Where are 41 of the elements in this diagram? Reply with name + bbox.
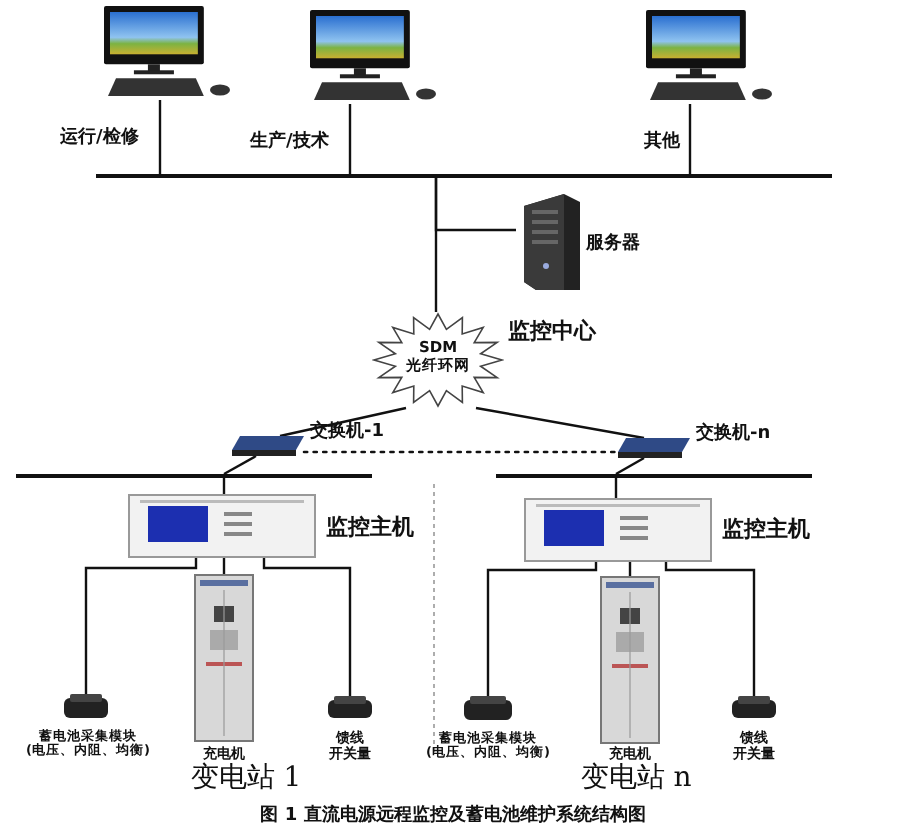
computer-icon: [646, 10, 774, 104]
bus-line: [96, 174, 832, 178]
computer-icon: [104, 6, 232, 100]
device-label: 监控主机: [722, 518, 810, 544]
station-label: 变电站 1: [190, 762, 302, 795]
device-label: 监控主机: [326, 516, 414, 542]
device-label: 其他: [644, 132, 680, 153]
connection-line: [279, 406, 407, 438]
connection-line: [688, 104, 692, 174]
connection-line: [664, 562, 756, 696]
cabinet-drawing: [194, 574, 254, 742]
connection-line: [223, 454, 257, 476]
connection-line: [475, 406, 645, 440]
connection-line: [434, 178, 516, 232]
module-icon: [464, 696, 512, 720]
connection-line: [615, 456, 645, 476]
network-switch-icon: [618, 438, 690, 458]
connection-line: [84, 558, 198, 694]
device-label: 运行/检修: [60, 128, 139, 149]
module-icon: [328, 696, 372, 718]
device-label: 监控中心: [508, 320, 596, 346]
connection-line: [614, 478, 618, 498]
device-label: 服务器: [586, 234, 640, 255]
figure-caption: 图 1 直流电源远程监控及蓄电池维护系统结构图: [260, 806, 646, 826]
connection-line: [348, 104, 352, 174]
connection-line: [262, 558, 352, 696]
device-label: 生产/技术: [250, 132, 329, 153]
network-switch-icon: [232, 436, 304, 456]
computer-icon: [310, 10, 438, 104]
monitoring-host-drawing: [524, 498, 712, 562]
module-icon: [64, 694, 108, 718]
module-icon: [732, 696, 776, 718]
connection-line: [158, 100, 162, 174]
monitoring-host-drawing: [128, 494, 316, 558]
connection-line: [486, 562, 598, 696]
dotted-link-line: [302, 450, 620, 454]
cabinet-drawing: [600, 576, 660, 744]
bus-line: [16, 474, 372, 478]
station-label: 变电站 n: [580, 762, 692, 795]
bus-line: [496, 474, 812, 478]
device-label: 交换机-n: [696, 424, 771, 445]
